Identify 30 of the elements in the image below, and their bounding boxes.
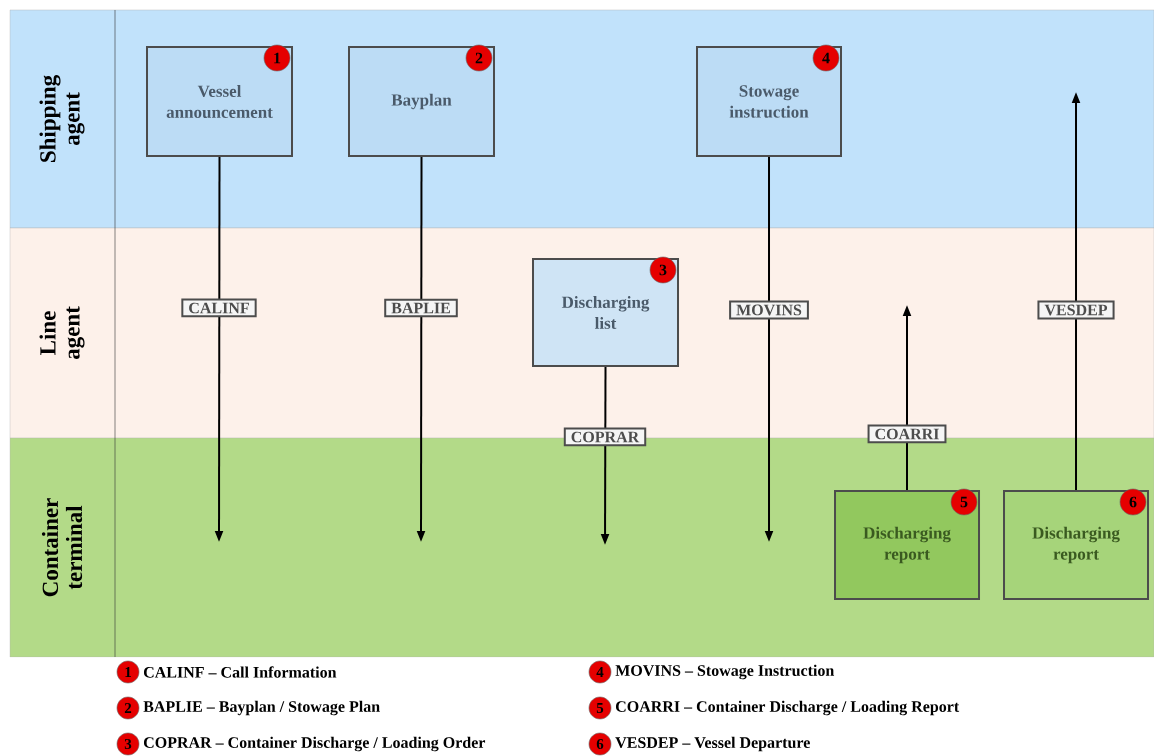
callout-number: 4 xyxy=(812,44,840,72)
callout-number: 5 xyxy=(588,696,612,720)
legend-text: VESDEP – Vessel Departure xyxy=(615,736,810,752)
edge-label: CALINF xyxy=(181,298,257,318)
callout-number: 5 xyxy=(950,488,978,516)
edge-label: COPRAR xyxy=(563,427,647,447)
callout-number: 3 xyxy=(116,732,140,756)
callout-number: 3 xyxy=(649,256,677,284)
callout-number: 2 xyxy=(465,44,493,72)
edge-label: VESDEP xyxy=(1037,300,1115,320)
process-box: Discharging list 3 xyxy=(532,256,679,367)
callout-number: 6 xyxy=(588,732,612,756)
edge-label: MOVINS xyxy=(729,300,809,320)
legend-text: COPRAR – Container Discharge / Loading Order xyxy=(144,736,486,752)
process-box: Discharging report 6 xyxy=(1003,488,1149,600)
edge-label: BAPLIE xyxy=(384,298,458,318)
callout-number: 4 xyxy=(588,660,612,684)
process-box: Discharging report 5 xyxy=(834,488,980,600)
callout-number: 6 xyxy=(1119,488,1147,516)
process-box: Stowage instruction 4 xyxy=(696,44,842,157)
process-box: Bayplan 2 xyxy=(348,44,495,157)
edge-label: COARRI xyxy=(867,424,947,444)
legend-text: COARRI – Container Discharge / Loading Report xyxy=(616,700,960,716)
callout-number: 1 xyxy=(263,44,291,72)
callout-number: 1 xyxy=(116,660,140,684)
process-box: Vessel announcement 1 xyxy=(146,44,293,157)
legend-text: MOVINS – Stowage Instruction xyxy=(615,664,835,680)
legend-text: CALINF – Call Information xyxy=(144,666,337,678)
callout-number: 2 xyxy=(116,696,140,720)
legend-text: BAPLIE – Bayplan / Stowage Plan xyxy=(143,700,380,716)
